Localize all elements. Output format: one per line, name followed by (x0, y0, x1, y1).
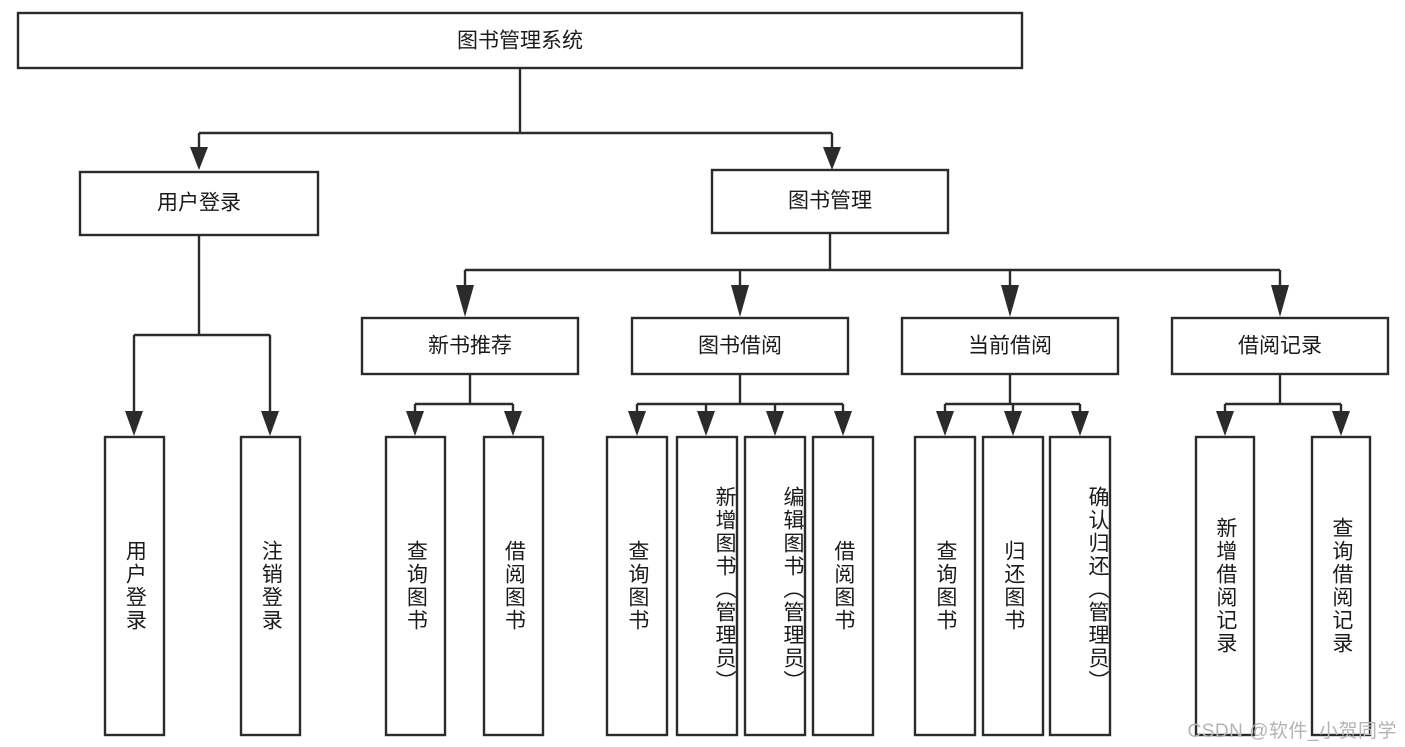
node-root-box[interactable] (16, 11, 1024, 70)
node-book-manage-label: 图书管理 (788, 190, 872, 213)
leaf-box-record-add[interactable] (1194, 435, 1256, 737)
node-layer: 图书管理系统 用户登录 图书管理 新书推荐 图书借阅 当前借阅 借阅记录 (16, 11, 1390, 737)
arrow-bookborrow-leaf-3 (766, 411, 784, 436)
leaf-box-record-query[interactable] (1310, 435, 1372, 737)
connector-root-to-level2 (197, 68, 834, 152)
leaf-box-user-login[interactable] (103, 435, 166, 737)
connector-currentborrow-to-leaves (943, 374, 1082, 416)
arrow-to-leaf-logout (261, 411, 279, 436)
node-new-book-recommend-box[interactable] (360, 316, 580, 376)
node-user-login-box[interactable] (78, 170, 320, 237)
arrow-to-leaf-user-login (125, 411, 143, 436)
arrow-to-current-borrow (1001, 285, 1019, 317)
leaf-box-logout[interactable] (239, 435, 302, 737)
arrow-newbook-leaf-1 (406, 411, 424, 436)
arrow-newbook-leaf-2 (504, 411, 522, 436)
arrow-currentborrow-leaf-1 (936, 411, 954, 436)
leaf-box-current-return[interactable] (981, 435, 1045, 737)
connector-userlogin-to-leaves (132, 235, 272, 416)
connector-newbook-to-leaves (413, 374, 515, 416)
leaf-box-borrow-query[interactable] (605, 435, 669, 737)
arrow-bookborrow-leaf-4 (834, 411, 852, 436)
node-current-borrow-label: 当前借阅 (968, 335, 1052, 358)
node-borrow-record-label: 借阅记录 (1238, 335, 1322, 358)
leaf-box-newbook-borrow[interactable] (482, 435, 545, 737)
leaf-box-borrow-edit[interactable] (743, 435, 807, 737)
leaf-box-borrow-lend[interactable] (811, 435, 875, 737)
node-book-borrow-label: 图书借阅 (698, 335, 782, 358)
arrow-borrowrecord-leaf-2 (1332, 411, 1350, 436)
arrow-to-borrow-record (1271, 285, 1289, 317)
node-root-label: 图书管理系统 (457, 30, 583, 53)
connector-layer (125, 68, 1350, 436)
arrow-bookborrow-leaf-1 (628, 411, 646, 436)
arrow-currentborrow-leaf-3 (1071, 411, 1089, 436)
arrow-to-user-login (190, 147, 208, 170)
connector-borrowrecord-to-leaves (1223, 374, 1343, 416)
leaf-box-current-confirm[interactable] (1048, 435, 1112, 737)
node-new-book-recommend-label: 新书推荐 (428, 335, 512, 358)
arrow-to-new-book-recommend (456, 285, 474, 317)
connector-bookborrow-to-leaves (635, 374, 845, 416)
arrow-borrowrecord-leaf-1 (1216, 411, 1234, 436)
connector-bookmanage-to-level3 (463, 233, 1282, 290)
arrow-currentborrow-leaf-2 (1004, 411, 1022, 436)
node-book-borrow-box[interactable] (630, 316, 850, 376)
csdn-watermark: CSDN @软件_小贺同学 (1187, 721, 1397, 742)
arrow-bookborrow-leaf-2 (697, 411, 715, 436)
leaf-box-borrow-add[interactable] (675, 435, 739, 737)
arrow-to-book-manage (823, 147, 841, 170)
node-current-borrow-box[interactable] (900, 316, 1120, 376)
node-book-manage-box[interactable] (710, 168, 950, 235)
leaf-box-newbook-query[interactable] (384, 435, 447, 737)
leaf-box-current-query[interactable] (913, 435, 977, 737)
node-borrow-record-box[interactable] (1170, 316, 1390, 376)
arrow-to-book-borrow (731, 285, 749, 317)
node-user-login-label: 用户登录 (157, 192, 241, 215)
